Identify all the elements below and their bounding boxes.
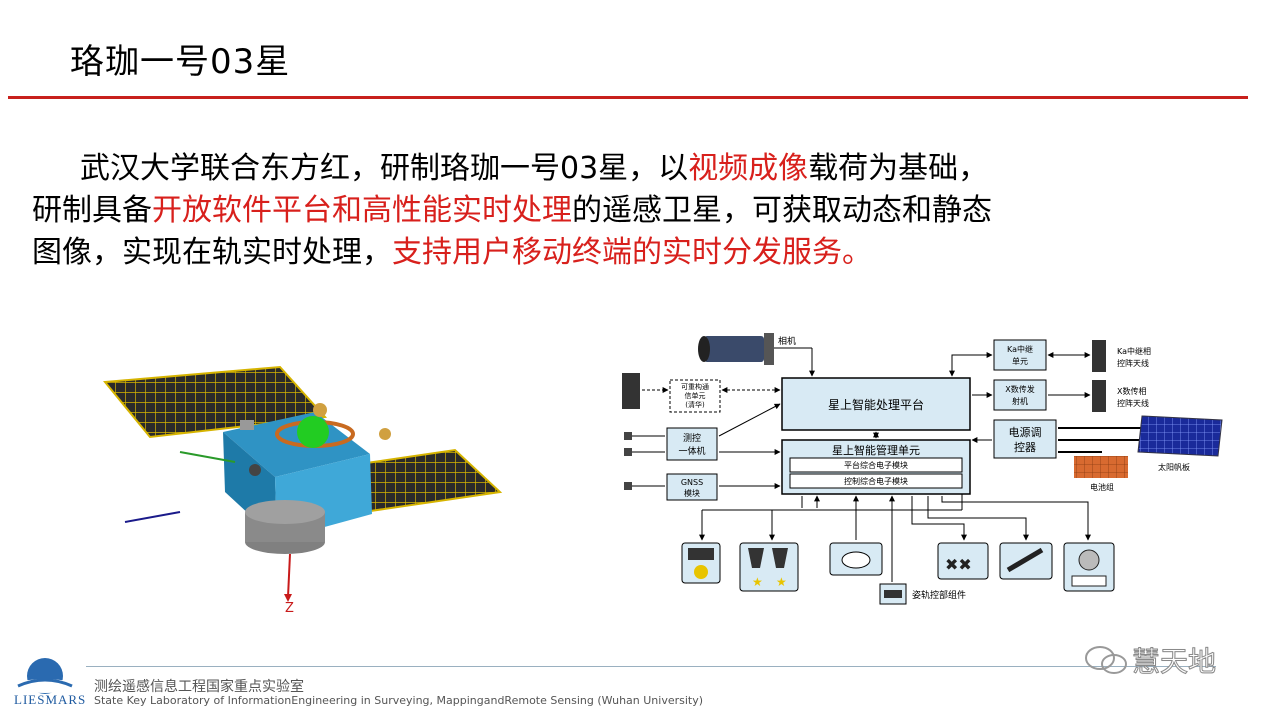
solar-panel-label: 太阳帆板 bbox=[1158, 462, 1190, 472]
control-module-label: 控制综合电子模块 bbox=[844, 476, 908, 486]
platform-module-box bbox=[789, 457, 963, 473]
platform-module-label: 平台综合电子模块 bbox=[844, 460, 908, 470]
ttc-label-1: 测控 bbox=[683, 432, 701, 444]
solar-panel-icon bbox=[1137, 415, 1223, 457]
gnss-label-1: GNSS bbox=[681, 478, 703, 487]
svg-text:★: ★ bbox=[752, 575, 763, 589]
reconfig-label-3: (清华) bbox=[685, 400, 705, 409]
ka-antenna-label-2: 控阵天线 bbox=[1117, 358, 1149, 368]
magnetometer-icon bbox=[999, 542, 1053, 580]
camera-label: 相机 bbox=[778, 335, 796, 347]
ka-relay-label-1: Ka中继 bbox=[1007, 344, 1033, 354]
reconfigurable-comm-box bbox=[669, 379, 721, 413]
gnss-box bbox=[666, 473, 718, 501]
x-transmitter-box bbox=[993, 379, 1047, 411]
ttc-label-2: 一体机 bbox=[678, 445, 705, 457]
highlight-text: 视频成像 bbox=[688, 151, 809, 186]
processing-platform-box bbox=[781, 377, 971, 431]
thruster-icon: ✖✖ bbox=[937, 542, 989, 580]
footer-divider bbox=[86, 666, 1216, 667]
control-module-box bbox=[789, 473, 963, 489]
left-solar-panel bbox=[103, 365, 328, 439]
highlight-text: 支持用户移动终端的实时分发服务。 bbox=[392, 235, 872, 270]
x-antenna-label-2: 控阵天线 bbox=[1117, 398, 1149, 408]
camera-icon bbox=[698, 333, 774, 365]
x-axis-arrow bbox=[179, 451, 236, 463]
reconfig-label-2: 信单元 bbox=[685, 391, 706, 400]
ka-antenna-label-1: Ka中继相 bbox=[1117, 346, 1151, 356]
x-tx-label-2: 射机 bbox=[1012, 396, 1028, 406]
momentum-wheel-icon: ★ ★ bbox=[739, 542, 799, 592]
title-divider bbox=[8, 96, 1248, 99]
paragraph-line-3: 图像，实现在轨实时处理，支持用户移动终端的实时分发服务。 bbox=[32, 232, 1232, 274]
svg-text:✖✖: ✖✖ bbox=[945, 555, 972, 574]
reconfig-label-1: 可重构通 bbox=[681, 382, 709, 391]
star-sensor-icon bbox=[681, 542, 721, 584]
battery-icon bbox=[1074, 456, 1128, 478]
text-run: 载荷为基础， bbox=[808, 151, 989, 186]
power-controller-box bbox=[993, 419, 1057, 459]
wechat-watermark-icon bbox=[1085, 646, 1127, 674]
highlight-text: 开放软件平台和高性能实时处理 bbox=[152, 193, 572, 228]
system-block-diagram: 相机 可重构通 信单元 (清华) 星上智能处理平台 测控 一体机 GNSS 模块… bbox=[622, 333, 1223, 605]
x-tx-label-1: X数传发 bbox=[1005, 384, 1034, 394]
sensor-icon bbox=[829, 542, 883, 576]
ka-antenna-icon bbox=[1092, 340, 1106, 372]
liesmars-logo-icon bbox=[15, 658, 75, 694]
power-label-2: 控器 bbox=[1014, 440, 1036, 454]
text-run: 研制具备 bbox=[32, 193, 152, 228]
paragraph-line-1: 武汉大学联合东方红，研制珞珈一号03星，以视频成像载荷为基础， bbox=[32, 148, 1232, 190]
lab-name-cn: 测绘遥感信息工程国家重点实验室 bbox=[94, 679, 304, 695]
watermark-text: 慧天地 bbox=[1131, 645, 1217, 679]
ka-relay-box bbox=[993, 339, 1047, 371]
ka-relay-label-2: 单元 bbox=[1012, 356, 1028, 366]
text-run: 武汉大学联合东方红，研制珞珈一号03星，以 bbox=[80, 151, 689, 186]
logo-text: LIESMARS bbox=[14, 692, 87, 707]
comm-antenna-icon bbox=[622, 373, 640, 409]
description-paragraph: 武汉大学联合东方红，研制珞珈一号03星，以视频成像载荷为基础， 研制具备开放软件… bbox=[32, 148, 1232, 274]
y-axis-arrow bbox=[124, 511, 181, 523]
lab-name-en: State Key Laboratory of InformationEngin… bbox=[94, 694, 704, 707]
management-unit-label: 星上智能管理单元 bbox=[832, 443, 920, 457]
z-axis-arrow bbox=[287, 553, 291, 598]
attitude-components-label: 姿轨控部组件 bbox=[912, 589, 966, 601]
ttc-box bbox=[666, 427, 718, 461]
gyro-icon bbox=[1063, 542, 1115, 592]
power-label-1: 电源调 bbox=[1009, 425, 1042, 439]
x-antenna-label-1: X数传相 bbox=[1117, 386, 1146, 396]
x-antenna-icon bbox=[1092, 380, 1106, 412]
paragraph-line-2: 研制具备开放软件平台和高性能实时处理的遥感卫星，可获取动态和静态 bbox=[32, 190, 1232, 232]
battery-label: 电池组 bbox=[1090, 482, 1114, 492]
text-run: 的遥感卫星，可获取动态和静态 bbox=[572, 193, 992, 228]
text-run: 图像，实现在轨实时处理， bbox=[32, 235, 392, 270]
z-axis-label: Z bbox=[285, 601, 294, 616]
attitude-components-icon bbox=[879, 583, 907, 605]
satellite-illustration: Z bbox=[103, 365, 503, 616]
slide-title: 珞珈一号03星 bbox=[70, 42, 291, 82]
processing-platform-label: 星上智能处理平台 bbox=[828, 397, 924, 412]
svg-text:★: ★ bbox=[776, 575, 787, 589]
green-dome bbox=[297, 416, 329, 448]
gnss-label-2: 模块 bbox=[684, 488, 700, 498]
